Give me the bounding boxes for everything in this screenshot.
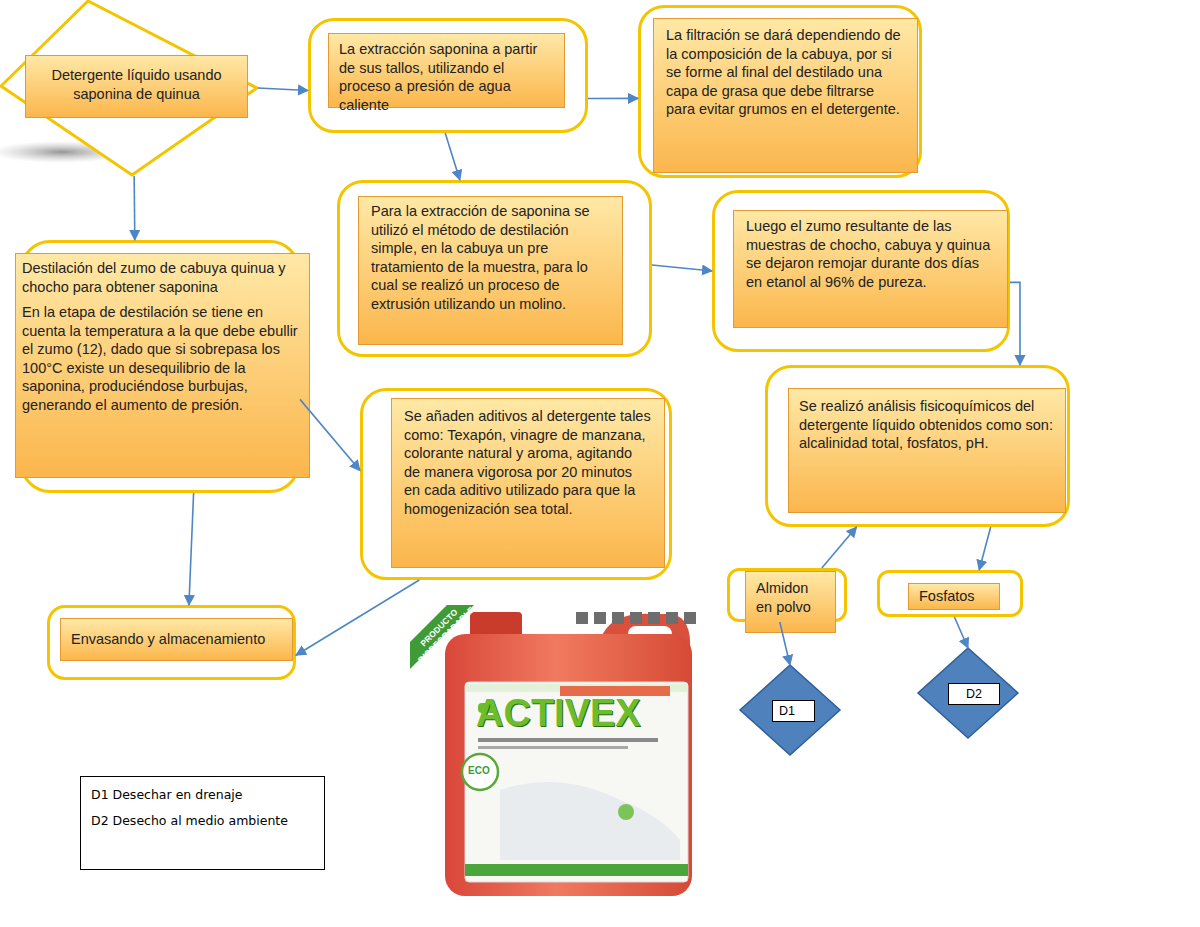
- usage-icon: [576, 612, 588, 624]
- text-panel: Luego el zumo resultante de las muestras…: [733, 210, 1008, 328]
- text-panel: Fosfatos: [908, 583, 1000, 610]
- text-panel: Almidon en polvo: [745, 571, 836, 633]
- label-fineprint: [478, 738, 658, 742]
- node-text: D1: [779, 702, 808, 720]
- product-illustration: [410, 605, 700, 900]
- text-panel: D2: [948, 683, 1000, 705]
- waste-box: Fosfatos: [877, 570, 1023, 617]
- text-panel: La extracción saponina a partir de sus t…: [328, 33, 565, 108]
- diamond-shape: [740, 665, 840, 755]
- node-text: En la etapa de destilación se tiene en c…: [22, 303, 303, 414]
- process-box: Envasando y almacenamiento: [47, 605, 296, 680]
- text-panel: La filtración se dará dependiendo de la …: [653, 18, 918, 173]
- flow-arrow: [822, 527, 857, 568]
- node-text: Se añaden aditivos al detergente tales c…: [404, 407, 652, 518]
- flow-arrow: [979, 527, 991, 570]
- node-text: Envasando y almacenamiento: [71, 630, 282, 649]
- process-box: Destilación del zumo de cabuya quinua y …: [20, 240, 300, 493]
- photo-background: [410, 605, 700, 900]
- start-diamond: Detergente líquido usando saponina de qu…: [0, 0, 258, 176]
- text-panel: Se añaden aditivos al detergente tales c…: [391, 398, 665, 568]
- usage-icons: [576, 612, 696, 624]
- usage-icon: [666, 612, 678, 624]
- node-text: Luego el zumo resultante de las muestras…: [746, 217, 995, 291]
- process-box: Luego el zumo resultante de las muestras…: [712, 190, 1010, 352]
- banner-text: PRODUCTO BIODEGRADABLE: [401, 590, 486, 675]
- usage-icon: [630, 612, 642, 624]
- text-panel: Se realizó análisis fisicoquímicos del d…: [788, 388, 1066, 513]
- legend-entry: D1 Desechar en drenaje: [91, 787, 314, 803]
- jug-label: [465, 682, 688, 882]
- text-panel: Para la extracción de saponina se utiliz…: [358, 196, 623, 345]
- node-text: Detergente líquido usando saponina de qu…: [38, 66, 235, 103]
- node-text: Para la extracción de saponina se utiliz…: [371, 202, 610, 313]
- flow-arrow: [588, 98, 638, 100]
- disposal-diamond: D2: [918, 648, 1018, 738]
- text-panel: Detergente líquido usando saponina de qu…: [25, 55, 248, 118]
- flow-arrow: [954, 617, 968, 648]
- node-text: D2: [955, 685, 993, 703]
- process-box: Se añaden aditivos al detergente tales c…: [360, 388, 672, 580]
- jug-body: [445, 634, 692, 896]
- node-text: Destilación del zumo de cabuya quinua y …: [22, 259, 303, 296]
- flow-arrow: [300, 399, 360, 470]
- usage-icon: [648, 612, 660, 624]
- eco-badge: ECO: [468, 765, 490, 777]
- eco-seal: [462, 754, 498, 790]
- node-text: Almidon en polvo: [756, 579, 825, 616]
- label-fineprint: [478, 746, 628, 749]
- label-cloth: [500, 782, 680, 860]
- node-text: La filtración se dará dependiendo de la …: [666, 26, 905, 119]
- diamond-shape: [1, 1, 257, 175]
- node-text: Se realizó análisis fisicoquímicos del d…: [799, 397, 1055, 453]
- usage-icon: [612, 612, 624, 624]
- label-band: [465, 864, 688, 876]
- flow-arrow: [1010, 282, 1020, 365]
- usage-icon: [684, 612, 696, 624]
- brand-name: ACTIVEX: [476, 692, 641, 736]
- legend-box: D1 Desechar en drenaje D2 Desecho al medi…: [80, 776, 325, 870]
- diamond-shape: [918, 648, 1018, 738]
- text-panel: D1: [772, 700, 815, 722]
- node-text: La extracción saponina a partir de sus t…: [339, 40, 554, 114]
- text-panel: Envasando y almacenamiento: [60, 618, 293, 661]
- process-box: Para la extracción de saponina se utiliz…: [337, 180, 652, 357]
- flow-arrow: [652, 265, 712, 271]
- drop-icon: [618, 804, 634, 820]
- flow-arrow: [445, 133, 460, 180]
- text-panel: Destilación del zumo de cabuya quinua y …: [15, 253, 310, 478]
- flow-arrow: [296, 580, 419, 655]
- flow-arrow: [780, 622, 790, 665]
- process-box: La extracción saponina a partir de sus t…: [308, 18, 588, 133]
- flow-arrow: [189, 493, 194, 605]
- flow-arrow: [258, 88, 308, 90]
- waste-box: Almidon en polvo: [727, 568, 847, 622]
- process-box: La filtración se dará dependiendo de la …: [638, 5, 922, 178]
- node-text: Fosfatos: [919, 587, 989, 606]
- analysis-box: Se realizó análisis fisicoquímicos del d…: [765, 365, 1070, 527]
- legend-entry: D2 Desecho al medio ambiente: [91, 813, 314, 829]
- usage-icon: [594, 612, 606, 624]
- flow-arrow: [133, 176, 135, 240]
- disposal-diamond: D1: [740, 665, 840, 755]
